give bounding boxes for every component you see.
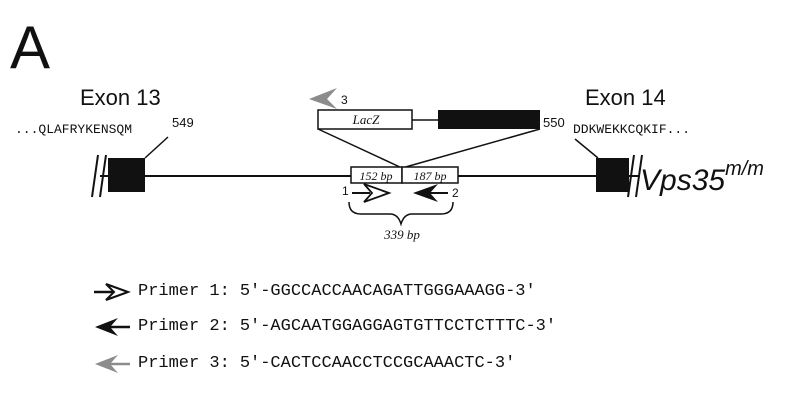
allele-gene: Vps35: [640, 164, 726, 197]
exon-13-box: [108, 158, 145, 192]
primer-3-arrow-icon: [309, 88, 337, 109]
primer-1-sequence: 5'-GGCCACCAACAGATTGGGAAAGG-3': [239, 282, 536, 301]
fragment-right-box: [401, 166, 459, 184]
exon-14-title: Exon 14: [585, 85, 666, 110]
exon-13-title: Exon 13: [80, 85, 161, 110]
primer-2-arrow-icon: [413, 184, 448, 202]
amplicon-brace: [348, 201, 454, 227]
exon-13-sequence: ...QLAFRYKENSQM: [15, 122, 133, 137]
primer-3-legend-row: Primer 3: 5'-CACTCCAACCTCCGCAAACTC-3': [92, 352, 515, 376]
primer-1-legend-row: Primer 1: 5'-GGCCACCAACAGATTGGGAAAGG-3': [92, 280, 536, 304]
insertion-line-right: [401, 128, 541, 169]
amplicon-size-label: 339 bp: [383, 227, 420, 242]
exon-13-position: 549: [172, 115, 194, 130]
primer-2-sequence: 5'-AGCAATGGAGGAGTGTTCCTCTTTC-3': [239, 317, 557, 336]
exon-14-position: 550: [543, 115, 565, 130]
primer-2-label: Primer 2:: [138, 317, 230, 336]
open-right-arrow-icon: [94, 283, 131, 301]
grey-left-arrow-icon: [95, 355, 130, 373]
left-break-marks: [91, 154, 107, 198]
primer-2-number: 2: [452, 186, 459, 200]
selection-cassette-box: [438, 110, 540, 129]
exon-13-leader: [144, 136, 169, 159]
primer-3-sequence: 5'-CACTCCAACCTCCGCAAACTC-3': [239, 354, 516, 373]
panel-letter: A: [10, 14, 51, 81]
allele-label: Vps35m/m: [640, 158, 764, 196]
primer-3-label: Primer 3:: [138, 354, 230, 373]
fragment-right-label: 187 bp: [414, 169, 447, 183]
filled-left-arrow-icon: [95, 318, 130, 336]
allele-superscript: m/m: [725, 158, 764, 180]
exon-14-sequence: DDKWEKKCQKIF...: [573, 122, 691, 137]
primer-1-arrow-icon: [352, 183, 392, 203]
exon-14-leader: [574, 138, 599, 159]
primer-2-legend-row: Primer 2: 5'-AGCAATGGAGGAGTGTTCCTCTTTC-3…: [92, 315, 556, 339]
primer-1-label: Primer 1:: [138, 282, 230, 301]
primer-3-number: 3: [341, 93, 348, 107]
exon-14-box: [596, 158, 629, 192]
fragment-left-label: 152 bp: [360, 169, 393, 183]
insertion-line-left: [317, 128, 403, 169]
lacz-label: LacZ: [352, 112, 381, 127]
primer-1-number: 1: [342, 184, 349, 198]
